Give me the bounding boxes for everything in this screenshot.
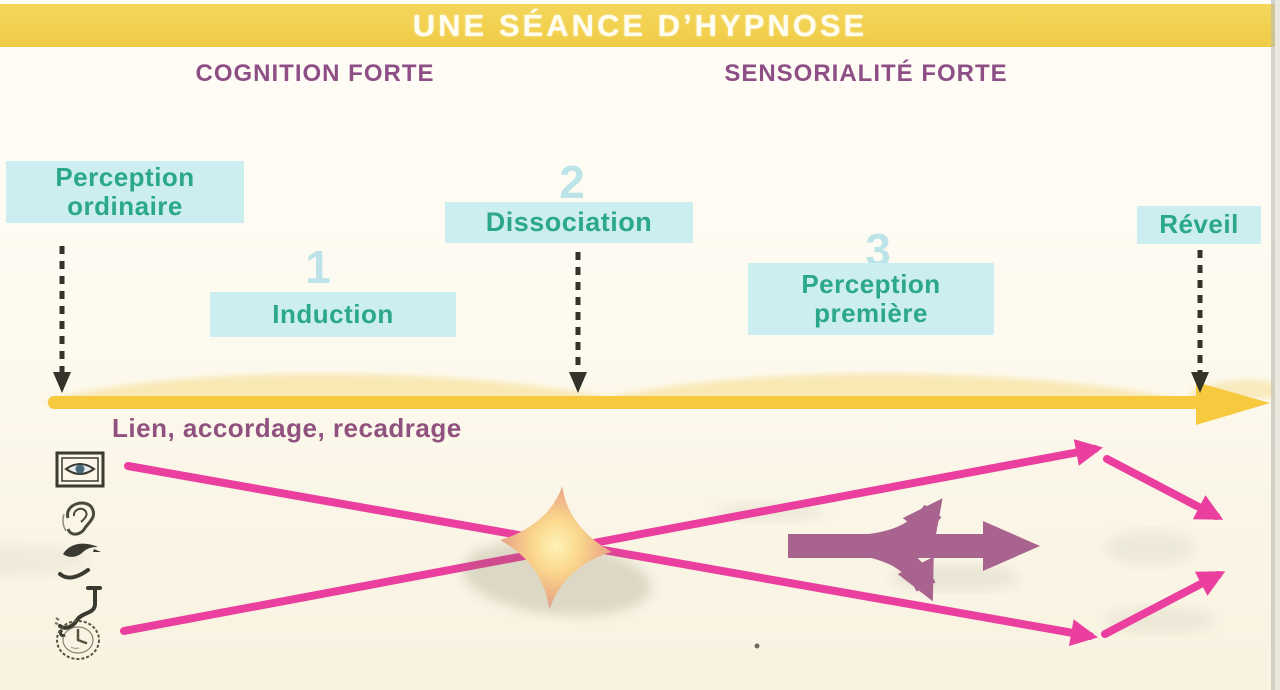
dissociation-star (462, 486, 652, 616)
step-number-2: 2 (559, 156, 585, 208)
nose-icon (60, 539, 102, 566)
dashed-arrow-perception-ordinaire (53, 246, 71, 393)
dashed-arrow-dissociation (569, 252, 587, 393)
branching-arrow (788, 498, 1040, 602)
mouth-icon (57, 565, 91, 586)
step-box-reveil: Réveil (1137, 206, 1261, 244)
step-box-induction: Induction (210, 292, 456, 337)
dashed-arrow-reveil (1191, 250, 1209, 393)
title-band: UNE SÉANCE D’HYPNOSE (0, 4, 1280, 47)
step-box-dissociation: Dissociation (445, 202, 693, 243)
scan-edge-line (1271, 0, 1275, 690)
pink-arrow-converge-bottom (1101, 571, 1226, 638)
step-number-1: 1 (305, 241, 331, 293)
scan-edge-margin (1275, 0, 1280, 690)
pink-arrow-converge-top (1103, 455, 1224, 520)
timeline-arrow (48, 382, 1270, 425)
step-box-perception-premiere: Perception première (748, 263, 994, 335)
heading-cognition-forte: COGNITION FORTE (195, 60, 435, 87)
step-box-perception-ordinaire: Perception ordinaire (6, 161, 244, 223)
clock-icon (54, 616, 102, 669)
eye-in-frame-icon (55, 451, 105, 493)
timeline-caption: Lien, accordage, recadrage (112, 413, 462, 443)
pink-line-ascending (120, 439, 1104, 635)
pink-cross-lines (120, 439, 1226, 647)
heading-sensorialite-forte: SENSORIALITÉ FORTE (724, 60, 1008, 87)
page-title: UNE SÉANCE D’HYPNOSE (412, 7, 868, 43)
ear-icon (56, 496, 102, 547)
